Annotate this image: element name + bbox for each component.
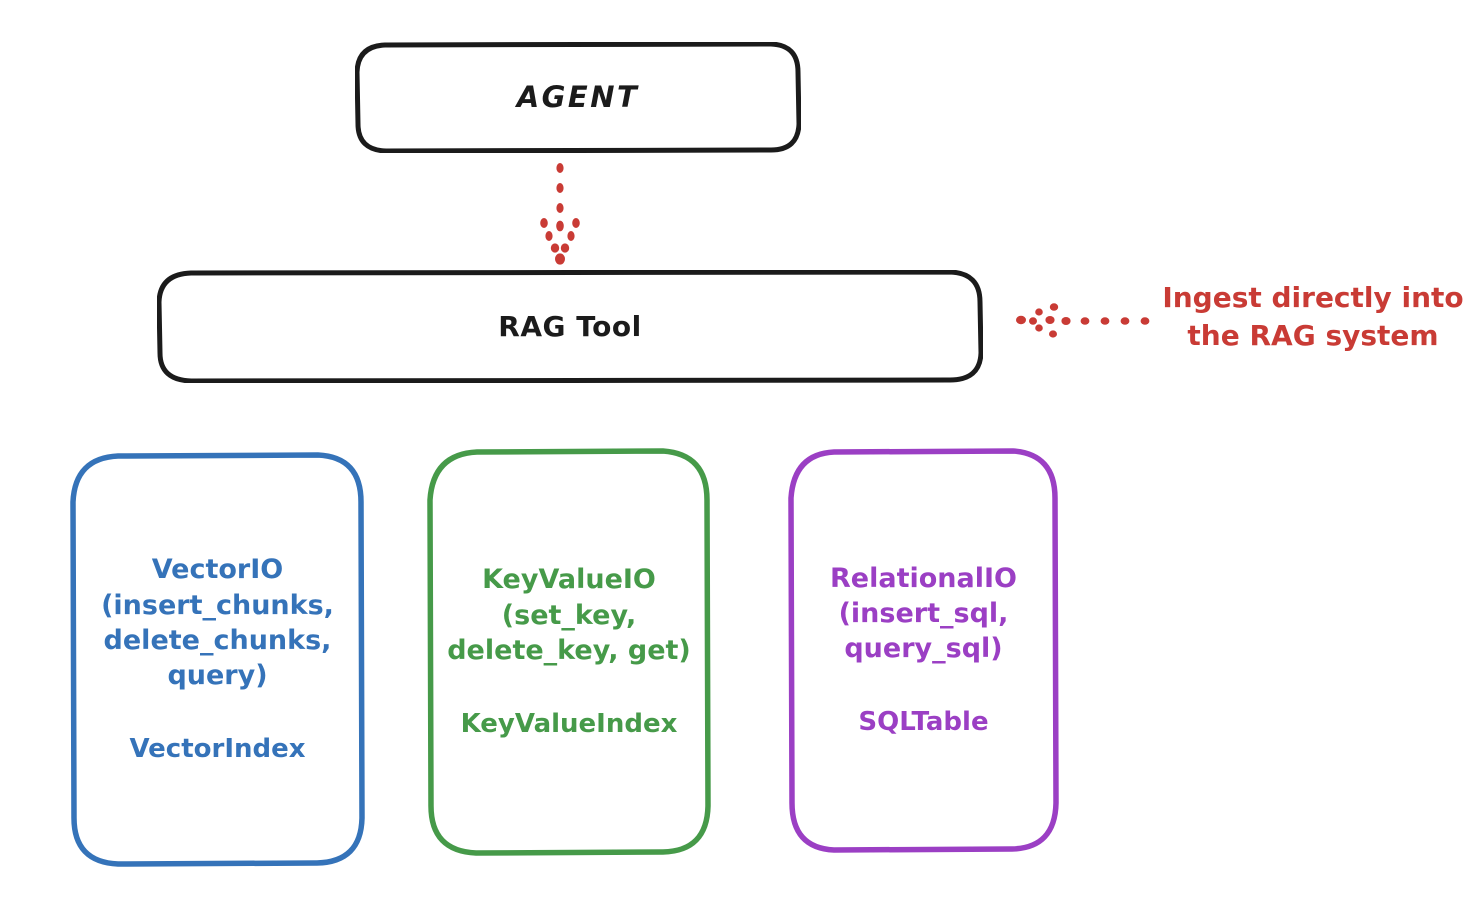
- relational-io-index-label: SQLTable: [858, 707, 989, 738]
- dotted-down-arrow-icon: [540, 163, 580, 265]
- rag-tool-label: RAG Tool: [498, 309, 642, 343]
- node-relational-io[interactable]: RelationalIO (insert_sql, query_sql) SQL…: [788, 448, 1059, 853]
- node-vector-io[interactable]: VectorIO (insert_chunks, delete_chunks, …: [70, 452, 365, 867]
- key-value-io-index-label: KeyValueIndex: [460, 708, 678, 739]
- dotted-left-arrow-icon: [1016, 303, 1150, 338]
- node-agent[interactable]: AGENT: [355, 42, 801, 153]
- vector-io-api-label: VectorIO (insert_chunks, delete_chunks, …: [101, 554, 334, 691]
- vector-io-index-label: VectorIndex: [129, 733, 306, 764]
- agent-label: AGENT: [516, 80, 640, 115]
- ingest-annotation-text: Ingest directly into the RAG system: [1162, 281, 1464, 353]
- node-rag-tool[interactable]: RAG Tool: [157, 270, 983, 383]
- relational-io-api-label: RelationalIO (insert_sql, query_sql): [830, 562, 1017, 665]
- node-key-value-io[interactable]: KeyValueIO (set_key, delete_key, get) Ke…: [427, 448, 711, 856]
- key-value-io-api-label: KeyValueIO (set_key, delete_key, get): [447, 564, 691, 666]
